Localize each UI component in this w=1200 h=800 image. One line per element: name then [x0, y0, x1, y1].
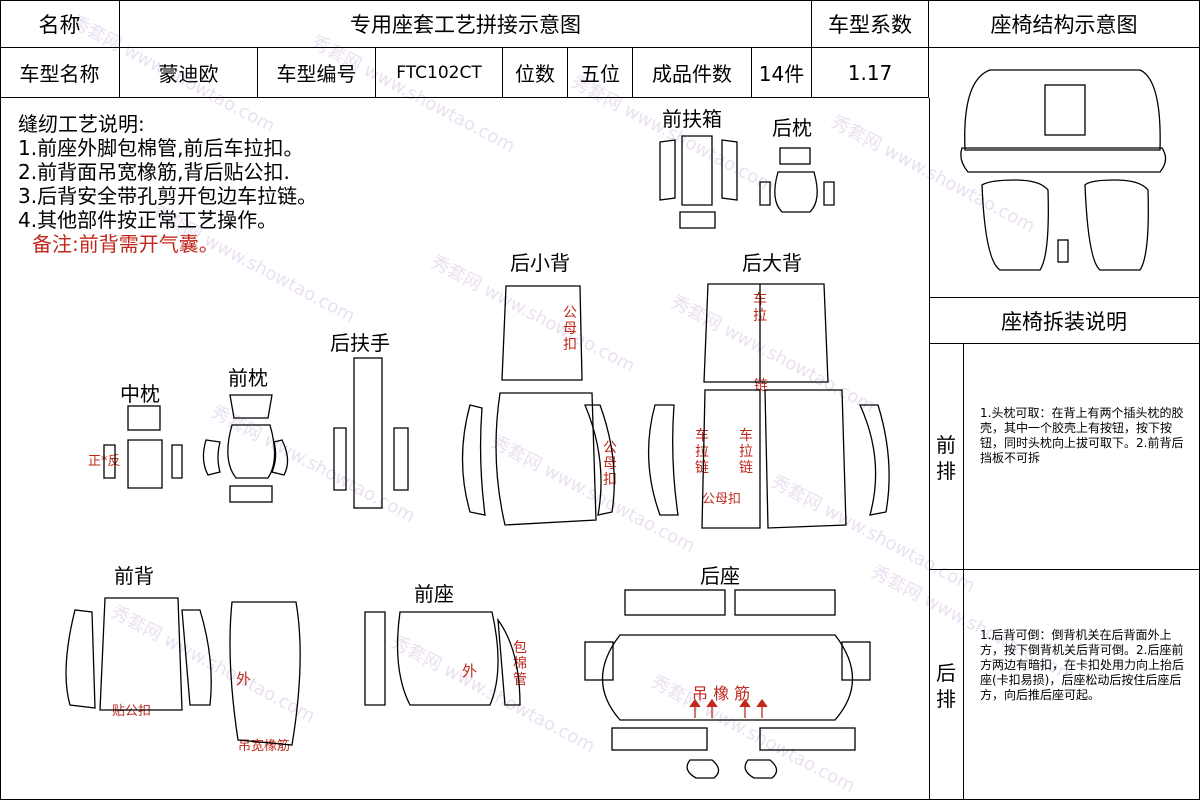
label-rear-seat: 后座 — [700, 564, 740, 588]
label-mid-pillow: 中枕 — [120, 382, 160, 406]
mid-pillow-pieces — [103, 405, 183, 489]
rear-seat-pieces — [584, 589, 871, 779]
model-code: FTC102CT — [376, 48, 503, 98]
seat-structure-diagram — [960, 69, 1167, 271]
label-rear-pillow: 后枕 — [772, 116, 812, 140]
rear-row-text: 1.后背可倒：倒背机关在后背面外上方，按下倒背机关后背可倒。2.后座前方两边有暗… — [980, 628, 1185, 702]
rear-small-back-pieces — [461, 285, 615, 526]
pieces-value: 14件 — [752, 48, 812, 98]
annot-wai: 外 — [236, 670, 252, 688]
name-label: 名称 — [0, 0, 120, 48]
front-back-pieces — [65, 597, 301, 746]
notes-title: 缝纫工艺说明: — [18, 112, 145, 136]
front-row-label: 前排 — [936, 433, 956, 483]
label-rear-big-back: 后大背 — [742, 251, 802, 275]
annot-gongmukou-h: 公母扣 — [702, 492, 742, 507]
model-code-label: 车型编号 — [258, 48, 376, 98]
front-armbox-pieces — [659, 135, 738, 229]
right-divider — [929, 98, 930, 800]
notes-item: 2.前背面吊宽橡筋,背后贴公扣. — [18, 160, 290, 184]
annot-chelalian: 车拉链 — [695, 428, 709, 476]
rear-row-cell — [929, 570, 964, 800]
sewing-notes: 缝纫工艺说明: 1.前座外脚包棉管,前后车拉扣。 2.前背面吊宽橡筋,背后贴公扣… — [18, 112, 317, 256]
notes-remark: 备注:前背需开气囊。 — [32, 232, 219, 256]
rear-row-label: 后排 — [936, 661, 956, 711]
disassembly-title: 座椅拆装说明 — [929, 298, 1200, 344]
seats-label: 位数 — [503, 48, 568, 98]
rear-pillow-pieces — [759, 147, 835, 213]
label-front-back: 前背 — [114, 564, 154, 588]
label-rear-small-back: 后小背 — [510, 251, 570, 275]
annot-gongmukou: 公母扣 — [563, 305, 577, 353]
rear-armrest-pieces — [333, 357, 409, 509]
model-name: 蒙迪欧 — [120, 48, 258, 98]
annot-diaoxiangjin: 吊 橡 筋 — [692, 684, 751, 703]
coef-label: 车型系数 — [812, 0, 929, 48]
notes-item: 4.其他部件按正常工艺操作。 — [18, 208, 278, 232]
coef-value: 1.17 — [812, 48, 929, 98]
notes-item: 1.前座外脚包棉管,前后车拉扣。 — [18, 136, 304, 160]
annot-wai: 外 — [462, 662, 478, 680]
seats-value: 五位 — [568, 48, 633, 98]
rear-big-back-pieces — [647, 283, 890, 529]
annot-diaokuan: 吊宽橡筋 — [238, 739, 291, 754]
front-row-text: 1.头枕可取：在背上有两个插头枕的胶壳，其中一个胶壳上有按钮，按下按钮，同时头枕… — [980, 406, 1184, 465]
front-seat-pieces — [364, 611, 521, 706]
notes-item: 3.后背安全带孔剪开包边车拉链。 — [18, 184, 318, 208]
annot-tie-gongkou: 贴公扣 — [112, 704, 152, 719]
label-front-armbox: 前扶箱 — [662, 107, 722, 131]
page-title: 专用座套工艺拼接示意图 — [120, 0, 812, 48]
front-pillow-pieces — [202, 394, 289, 503]
elastic-arrows — [689, 698, 768, 718]
label-front-seat: 前座 — [414, 582, 454, 606]
label-front-pillow: 前枕 — [228, 366, 268, 390]
label-rear-armrest: 后扶手 — [330, 331, 390, 355]
model-name-label: 车型名称 — [0, 48, 120, 98]
pieces-label: 成品件数 — [633, 48, 752, 98]
annot-chelalian: 车拉链 — [739, 428, 753, 476]
front-row-cell — [929, 344, 964, 570]
